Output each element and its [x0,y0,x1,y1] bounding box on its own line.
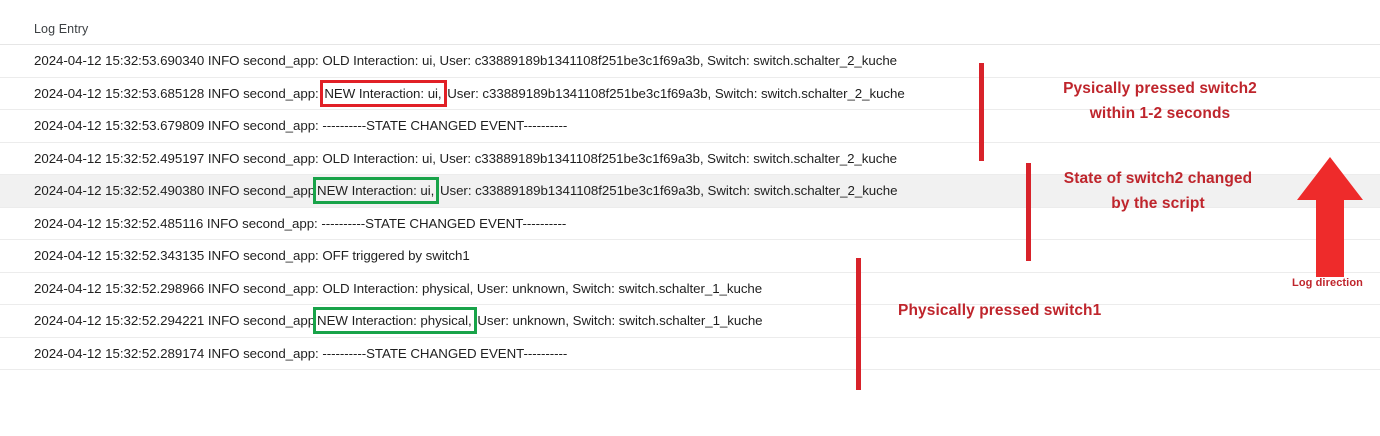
log-table-header: Log Entry [0,0,1380,45]
log-entry-text: 2024-04-12 15:32:52.495197 INFO second_a… [34,150,898,166]
log-entry-prefix: 2024-04-12 15:32:52.343135 INFO second_a… [34,248,470,264]
log-entry-prefix: 2024-04-12 15:32:52.298966 INFO second_a… [34,280,763,296]
log-entry-text: 2024-04-12 15:32:52.289174 INFO second_a… [34,345,568,361]
log-entry-text: 2024-04-12 15:32:52.294221 INFO second_a… [34,306,763,335]
table-row[interactable]: 2024-04-12 15:32:53.685128 INFO second_a… [0,78,1380,110]
log-entry-suffix: User: unknown, Switch: switch.schalter_1… [473,313,763,329]
log-entry-text: 2024-04-12 15:32:52.485116 INFO second_a… [34,215,567,231]
log-entry-prefix: 2024-04-12 15:32:52.495197 INFO second_a… [34,150,898,166]
log-entry-prefix: 2024-04-12 15:32:53.685128 INFO second_a… [34,85,323,101]
log-entry-text: 2024-04-12 15:32:52.298966 INFO second_a… [34,280,763,296]
log-table: Log Entry 2024-04-12 15:32:53.690340 INF… [0,0,1380,370]
table-row[interactable]: 2024-04-12 15:32:52.485116 INFO second_a… [0,208,1380,240]
table-row[interactable]: 2024-04-12 15:32:53.679809 INFO second_a… [0,110,1380,143]
log-entry-prefix: 2024-04-12 15:32:53.690340 INFO second_a… [34,53,898,69]
log-entry-text: 2024-04-12 15:32:52.343135 INFO second_a… [34,249,470,262]
log-table-body: 2024-04-12 15:32:53.690340 INFO second_a… [0,45,1380,370]
log-entry-text: 2024-04-12 15:32:52.490380 INFO second_a… [34,176,898,205]
highlight-box-red: NEW Interaction: ui, [320,79,447,108]
log-entry-suffix: User: c33889189b1341108f251be3c1f69a3b, … [436,183,898,199]
column-header-log-entry: Log Entry [34,22,89,36]
log-entry-prefix: 2024-04-12 15:32:53.679809 INFO second_a… [34,118,568,134]
table-row[interactable]: 2024-04-12 15:32:52.289174 INFO second_a… [0,338,1380,370]
table-row[interactable]: 2024-04-12 15:32:52.343135 INFO second_a… [0,240,1380,273]
log-entry-text: 2024-04-12 15:32:53.679809 INFO second_a… [34,119,567,132]
table-row[interactable]: 2024-04-12 15:32:53.690340 INFO second_a… [0,45,1380,78]
table-row[interactable]: 2024-04-12 15:32:52.298966 INFO second_a… [0,273,1380,305]
log-entry-text: 2024-04-12 15:32:53.685128 INFO second_a… [34,79,905,108]
highlight-box-green: NEW Interaction: physical, [313,306,477,335]
table-row[interactable]: 2024-04-12 15:32:52.495197 INFO second_a… [0,143,1380,175]
log-entry-prefix: 2024-04-12 15:32:52.289174 INFO second_a… [34,345,568,361]
log-entry-text: 2024-04-12 15:32:53.690340 INFO second_a… [34,54,897,67]
table-row[interactable]: 2024-04-12 15:32:52.490380 INFO second_a… [0,175,1380,208]
table-row[interactable]: 2024-04-12 15:32:52.294221 INFO second_a… [0,305,1380,338]
log-entry-prefix: 2024-04-12 15:32:52.294221 INFO second_a… [34,313,316,329]
log-entry-suffix: User: c33889189b1341108f251be3c1f69a3b, … [443,85,905,101]
log-entry-prefix: 2024-04-12 15:32:52.490380 INFO second_a… [34,183,316,199]
highlight-box-green: NEW Interaction: ui, [313,176,440,205]
log-entry-prefix: 2024-04-12 15:32:52.485116 INFO second_a… [34,215,567,231]
